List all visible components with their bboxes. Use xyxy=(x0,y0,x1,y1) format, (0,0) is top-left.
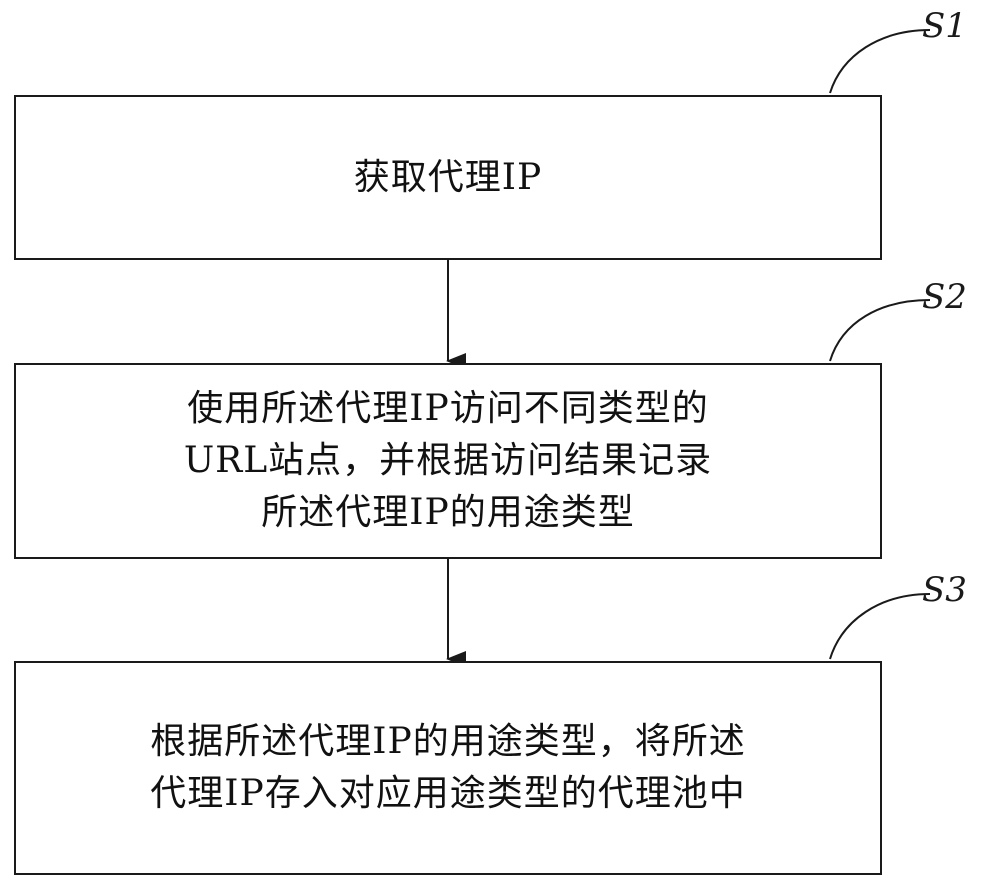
step-label-s1: S1 xyxy=(922,6,967,46)
step-text-s1: 获取代理IP xyxy=(354,152,542,204)
step-text-line: URL站点，并根据访问结果记录 xyxy=(183,440,713,481)
step-text-line: 获取代理IP xyxy=(353,156,543,198)
step-box-s1: 获取代理IP xyxy=(14,95,882,260)
step-text-line: 所述代理IP的用途类型 xyxy=(261,492,635,533)
step-label-s2: S2 xyxy=(922,277,967,317)
step-box-s2: 使用所述代理IP访问不同类型的 URL站点，并根据访问结果记录 所述代理IP的用… xyxy=(14,363,882,559)
step-text-s3: 根据所述代理IP的用途类型，将所述 代理IP存入对应用途类型的代理池中 xyxy=(150,716,745,820)
step-text-s2: 使用所述代理IP访问不同类型的 URL站点，并根据访问结果记录 所述代理IP的用… xyxy=(184,383,712,539)
step-text-line: 代理IP存入对应用途类型的代理池中 xyxy=(150,773,746,814)
step-box-s3: 根据所述代理IP的用途类型，将所述 代理IP存入对应用途类型的代理池中 xyxy=(14,661,882,875)
step-label-s3: S3 xyxy=(922,570,967,610)
step-text-line: 使用所述代理IP访问不同类型的 xyxy=(187,388,709,429)
leader-curve-s1 xyxy=(829,29,931,94)
leader-curve-s2 xyxy=(829,299,931,362)
leader-curve-s3 xyxy=(829,593,931,660)
step-text-line: 根据所述代理IP的用途类型，将所述 xyxy=(150,721,746,762)
